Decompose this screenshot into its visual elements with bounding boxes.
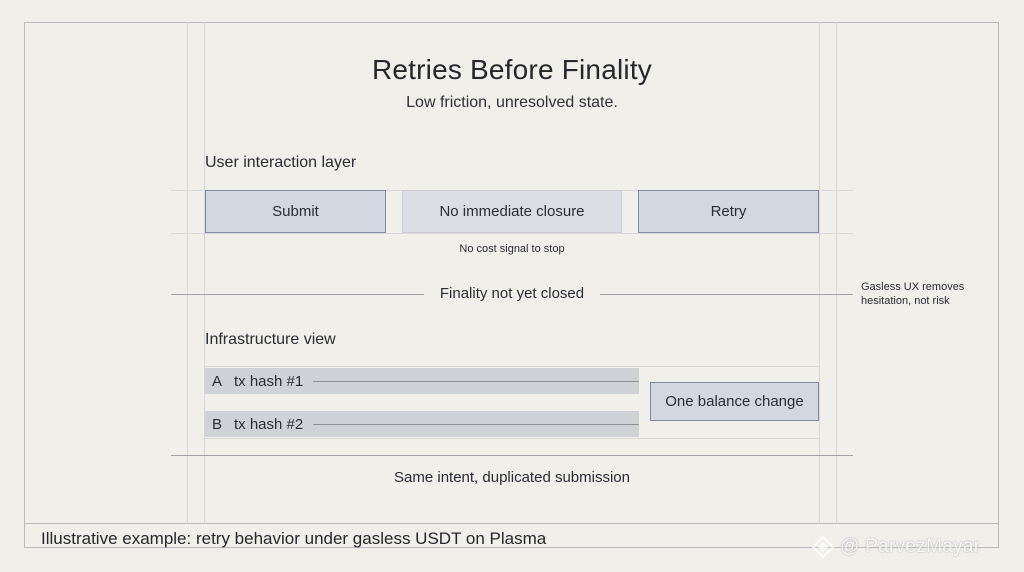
side-note-line-1: Gasless UX removes [861,281,965,293]
user-layer-label: User interaction layer [205,154,357,171]
user-layer-bottom-guide [171,233,853,234]
guide-line-left-outer [187,22,188,524]
guide-line-right-inner [819,22,820,524]
balance-change-box: One balance change [650,382,819,421]
footer-divider [24,523,999,524]
tx-row-line [313,380,639,382]
tx-row-letter: A [212,372,223,390]
infrastructure-label: Infrastructure view [205,331,336,348]
footer-caption: Illustrative example: retry behavior und… [41,529,547,548]
guide-line-left-inner [204,22,205,524]
finality-label: Finality not yet closed [424,285,600,302]
tx-hash-label: tx hash #1 [234,372,304,390]
diagram-title: Retries Before Finality [371,54,653,85]
watermark-text: @ ParvezMayar [840,536,981,557]
guide-line-right-outer [836,22,837,524]
tx-row-letter: B [212,415,223,433]
tx-hash-label: tx hash #2 [234,415,304,433]
watermark: @ ParvezMayar [812,536,980,558]
no-cost-signal-note: No cost signal to stop [459,243,565,255]
bottom-caption: Same intent, duplicated submission [394,469,630,486]
diamond-logo-icon [812,536,834,558]
retry-box: Retry [638,190,819,233]
tx-row-line [313,423,639,425]
infrastructure-bottom-guide [205,438,819,439]
infrastructure-top-guide [205,366,819,367]
submit-box: Submit [205,190,386,233]
bottom-divider [171,455,853,456]
side-note-line-2: hesitation, not risk [861,295,950,307]
diagram-frame [24,22,999,548]
diagram-subtitle: Low friction, unresolved state. [406,94,618,111]
tx-row-b: B tx hash #2 [205,411,639,437]
gasless-side-note: Gasless UX removes hesitation, not risk [861,280,1011,308]
tx-row-a: A tx hash #1 [205,368,639,394]
no-immediate-closure-box: No immediate closure [402,190,622,233]
